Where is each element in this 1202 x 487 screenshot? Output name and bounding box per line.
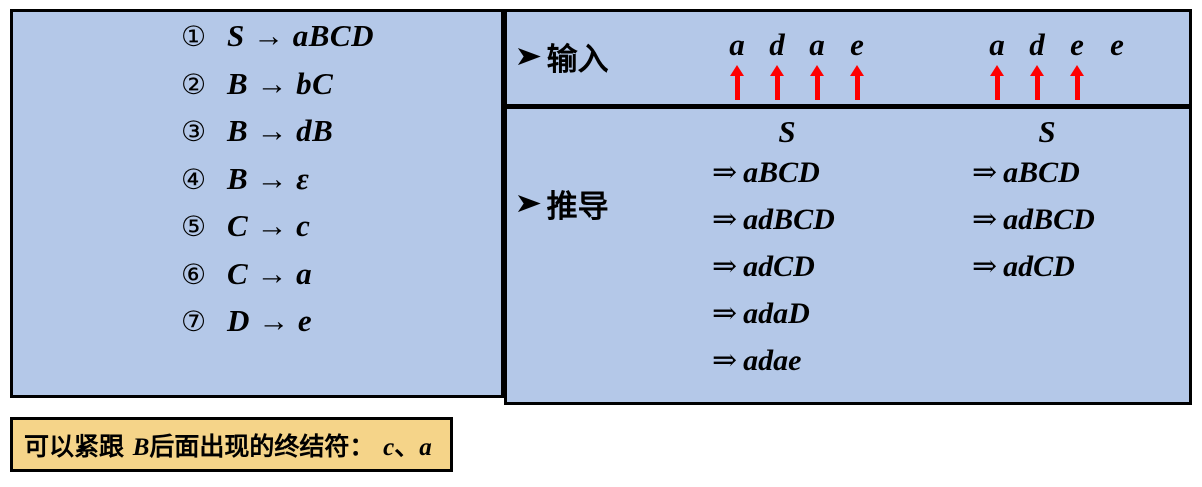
production-rule-row: ④ B → ε [181,161,501,209]
input-section-label: ➤ 输入 [514,34,609,79]
production-rule-row: ① S → aBCD [181,18,501,66]
input-letter: d [1029,27,1045,62]
triangle-bullet-icon: ➤ [514,188,543,219]
up-arrow-icon [849,65,864,100]
follow-set-note-text: 可以紧跟 B后面出现的终结符： c、a [24,427,432,463]
note-middle: 后面出现的终结符： [149,431,384,461]
rule-number: ⑥ [181,257,207,291]
up-arrow-icon [1029,65,1044,100]
production-rules-list: ① S → aBCD ② B → bC ③ B → dB ④ B → ε ⑤ C… [181,18,501,351]
note-terminal-2: a [419,433,432,461]
note-symbol: B [132,433,150,461]
input-string: a d e e [977,26,1137,68]
derivation-step: ⇒aBCD [712,151,942,198]
rule-body: C → c [227,208,311,243]
pointer-slot [1057,65,1097,100]
derivation-step: ⇒adBCD [712,198,942,245]
derivation-step-text: adae [743,344,802,377]
double-arrow-icon: ⇒ [972,203,998,236]
grammar-derivation-table: ① S → aBCD ② B → bC ③ B → dB ④ B → ε ⑤ C… [10,9,1192,405]
production-rule-row: ③ B → dB [181,113,501,161]
derivation-column: S ⇒aBCD ⇒adBCD ⇒adCD ⇒adaD ⇒adae [712,115,942,386]
up-arrow-icon [729,65,744,100]
double-arrow-icon: ⇒ [712,297,738,330]
derivation-step-text: adCD [1003,250,1075,283]
production-rules-panel: ① S → aBCD ② B → bC ③ B → dB ④ B → ε ⑤ C… [10,9,504,398]
double-arrow-icon: ⇒ [972,156,998,189]
rule-body: S → aBCD [227,18,374,53]
rule-body: D → e [227,303,313,338]
derivation-step-text: adBCD [743,203,835,236]
derivation-step-text: aBCD [1003,156,1080,189]
double-arrow-icon: ⇒ [712,250,738,283]
rule-body: C → a [227,255,313,291]
derivation-step: ⇒adaD [712,292,942,339]
double-arrow-icon: ⇒ [712,203,738,236]
pointer-slot [1017,65,1057,100]
input-letter: e [1070,27,1084,62]
note-separator: 、 [394,431,420,461]
pointer-slot [837,65,877,100]
production-rule-row: ⑦ D → e [181,303,501,351]
up-arrow-icon [989,65,1004,100]
input-section: ➤ 输入 a d a e a [507,12,1189,109]
derivation-step: ⇒aBCD [972,151,1202,198]
input-letter: d [769,27,785,62]
double-arrow-icon: ⇒ [972,250,998,283]
input-pointer-row [977,65,1137,100]
up-arrow-icon [809,65,824,100]
rule-number: ⑤ [181,210,207,243]
derivation-step: ⇒adCD [972,245,1202,292]
rule-body: B → dB [227,113,334,148]
production-rule-row: ② B → bC [181,66,501,114]
pointer-slot [1097,66,1137,100]
derivation-step-text: adBCD [1003,203,1095,236]
derivation-start-symbol: S [1038,114,1056,149]
derivation-step: ⇒adae [712,339,942,386]
derivation-step-text: adCD [743,250,815,283]
pointer-slot [717,65,757,100]
input-string: a d a e [717,26,877,68]
input-letter: e [850,27,864,62]
note-terminal-1: c [383,433,395,461]
production-rule-row: ⑥ C → a [181,256,501,304]
rule-number: ④ [181,162,207,196]
derivation-column: S ⇒aBCD ⇒adBCD ⇒adCD [972,115,1202,292]
follow-set-note-box: 可以紧跟 B后面出现的终结符： c、a [10,417,453,472]
rule-number: ③ [181,115,207,148]
double-arrow-icon: ⇒ [712,344,738,377]
pointer-slot [977,65,1017,100]
derivation-section: ➤ 推导 S ⇒aBCD ⇒adBCD ⇒adCD ⇒adaD ⇒adae S … [507,109,1189,402]
input-letter: a [809,27,825,62]
derivation-step-text: aBCD [743,156,820,189]
rule-body: B → bC [227,65,334,101]
up-arrow-icon [1069,65,1084,100]
input-string-group: a d a e [717,26,877,106]
input-letter: a [729,27,745,62]
input-pointer-row [717,65,877,100]
rule-number: ② [181,67,207,101]
rule-body: B → ε [227,160,310,196]
pointer-slot [797,65,837,100]
trace-panel: ➤ 输入 a d a e a [504,9,1192,405]
production-rule-row: ⑤ C → c [181,208,501,256]
pointer-slot [757,65,797,100]
rule-number: ⑦ [181,305,207,338]
derivation-step: ⇒adBCD [972,198,1202,245]
input-letter: e [1110,27,1124,62]
up-arrow-icon [769,65,784,100]
input-string-group: a d e e [977,26,1137,106]
input-letter: a [989,27,1005,62]
rule-number: ① [181,20,207,53]
derivation-step: ⇒adCD [712,245,942,292]
derivation-step-text: adaD [743,297,810,330]
input-label-text: 输入 [546,42,609,78]
derivation-start-symbol: S [778,114,796,149]
triangle-bullet-icon: ➤ [514,41,543,72]
derivation-section-label: ➤ 推导 [514,181,609,226]
double-arrow-icon: ⇒ [712,156,738,189]
derivation-label-text: 推导 [546,189,609,225]
note-prefix: 可以紧跟 [24,431,133,461]
